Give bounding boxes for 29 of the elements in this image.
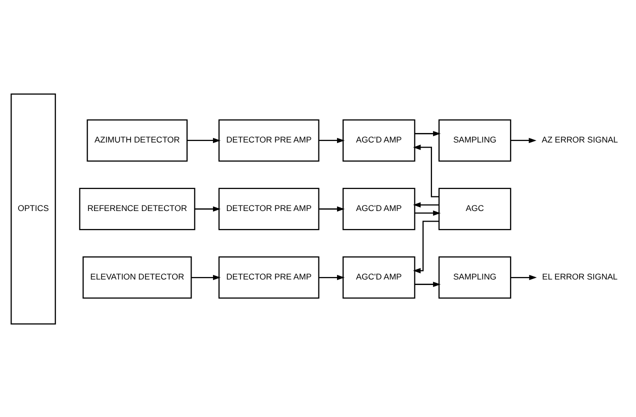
node-box: OPTICS — [10, 92, 56, 324]
arrow — [319, 274, 345, 280]
arrow — [510, 137, 536, 143]
node-box: AGC — [438, 187, 512, 230]
node-box: AGC'D AMP — [342, 256, 416, 298]
node-box: SAMPLING — [438, 118, 512, 162]
arrow — [510, 274, 537, 280]
node-box: SAMPLING — [438, 256, 512, 298]
node-box: DETECTOR PRE AMP — [218, 118, 320, 162]
arrow — [187, 137, 221, 143]
node-box: AGC'D AMP — [342, 118, 416, 162]
arrow — [319, 137, 345, 143]
arrow — [194, 206, 221, 212]
node-box: AZIMUTH DETECTOR — [86, 118, 188, 162]
arrow — [414, 281, 441, 287]
node-text: EL ERROR SIGNAL — [542, 271, 618, 282]
arrow — [414, 130, 441, 136]
node-box: REFERENCE DETECTOR — [79, 187, 196, 230]
node-box: ELEVATION DETECTOR — [82, 256, 192, 298]
node-box: AGC'D AMP — [342, 187, 416, 230]
node-text: AZ ERROR SIGNAL — [542, 134, 618, 144]
node-box: DETECTOR PRE AMP — [218, 256, 320, 298]
arrow — [192, 274, 221, 280]
arrow — [413, 144, 439, 197]
arrow — [319, 206, 345, 212]
arrow — [414, 210, 441, 216]
node-box: DETECTOR PRE AMP — [218, 187, 320, 230]
arrow — [413, 220, 439, 273]
arrow — [413, 202, 439, 208]
